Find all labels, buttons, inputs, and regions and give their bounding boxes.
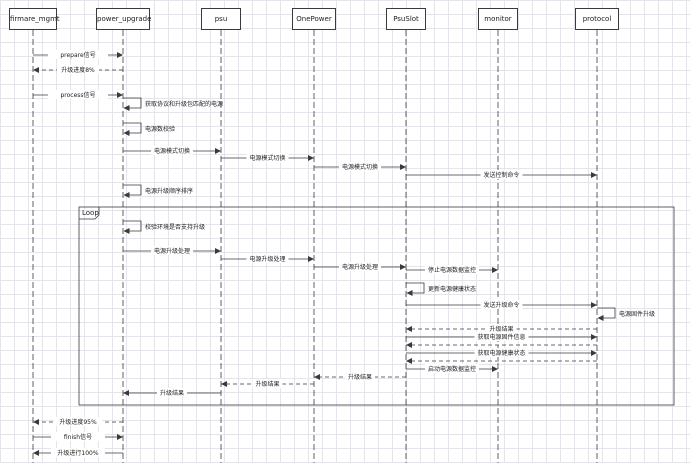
participant-protocol[interactable]: protocol — [575, 8, 619, 30]
label-bg — [474, 332, 529, 341]
label-bg — [48, 50, 108, 59]
message-11: 校验环境是否支持升级 — [123, 220, 205, 234]
label-bg — [151, 146, 193, 155]
message-label: 电源升级处理 — [249, 255, 285, 263]
message-label: 电源升级处理 — [154, 247, 190, 255]
label-bg — [425, 364, 479, 373]
message-19: 升级结果 — [406, 324, 597, 333]
message-13: 电源升级处理 — [221, 254, 314, 263]
participant-firmare-mgmt[interactable]: firmare_mgmt — [9, 8, 60, 30]
label-bg — [480, 300, 523, 309]
message-18: 电源固件升级 — [597, 307, 655, 321]
message-label: 发送控制命令 — [483, 171, 519, 179]
message-label: finish信号 — [64, 433, 92, 441]
label-bg — [425, 265, 479, 274]
message-label: 获取电源固件信息 — [477, 333, 525, 341]
message-9: 发送控制命令 — [406, 170, 597, 179]
label-bg — [157, 388, 187, 397]
loop-label: Loop — [82, 209, 99, 217]
message-14: 电源升级处理 — [314, 262, 406, 271]
label-bg — [339, 162, 381, 171]
label-bg — [252, 379, 283, 388]
message-25: 升级结果 — [314, 372, 406, 381]
message-label: 升级结果 — [348, 373, 372, 381]
message-29: finish信号 — [33, 432, 123, 441]
label-bg — [486, 324, 517, 333]
self-message-arrow — [597, 307, 616, 321]
label-bg — [474, 348, 529, 357]
message-label: 启动电源数据监控 — [428, 365, 476, 373]
message-label: 停止电源数据监控 — [428, 266, 476, 274]
loop-tab — [79, 207, 100, 220]
message-label: 电源模式切换 — [249, 154, 285, 162]
message-3: process信号 — [33, 90, 123, 99]
participant-monitor[interactable]: monitor — [478, 8, 518, 30]
self-message-arrow — [123, 97, 142, 111]
message-label: 电源数校验 — [145, 125, 175, 133]
message-label: 获取电源健康状态 — [477, 349, 525, 357]
message-30: 升级进行100% — [33, 448, 123, 457]
message-label: 升级进度95% — [59, 418, 97, 426]
message-label: 更新电源健康状态 — [428, 285, 476, 293]
self-message-arrow — [123, 122, 142, 136]
participant-psuslot[interactable]: PsuSlot — [386, 8, 426, 30]
message-label: 获取协议和升级包匹配的电源 — [145, 100, 223, 108]
self-message-arrow — [406, 282, 425, 296]
label-bg — [51, 432, 105, 441]
participant-power-upgrade[interactable]: power_upgrade — [96, 8, 151, 30]
message-15: 停止电源数据监控 — [406, 265, 498, 274]
message-17: 发送升级命令 — [406, 300, 597, 309]
message-label: 升级进行100% — [57, 449, 98, 457]
message-27: 升级结果 — [123, 388, 221, 397]
message-24: 启动电源数据监控 — [406, 364, 498, 373]
label-bg — [345, 372, 375, 381]
message-6: 电源模式切换 — [123, 146, 221, 155]
message-28: 升级进度95% — [33, 417, 123, 426]
message-10: 电源升级顺序排序 — [123, 184, 193, 198]
message-label: 升级进度8% — [61, 66, 95, 74]
message-label: 电源模式切换 — [154, 147, 190, 155]
self-message-arrow — [123, 184, 142, 198]
label-bg — [246, 254, 289, 263]
participant-onepower[interactable]: OnePower — [292, 8, 336, 30]
label-bg — [339, 262, 381, 271]
message-12: 电源升级处理 — [123, 246, 221, 255]
message-8: 电源模式切换 — [314, 162, 406, 171]
message-5: 电源数校验 — [123, 122, 175, 136]
message-26: 升级结果 — [221, 379, 314, 388]
message-20: 获取电源固件信息 — [406, 332, 597, 341]
message-1: prepare信号 — [33, 50, 123, 59]
message-label: 升级结果 — [160, 389, 184, 397]
message-label: 发送升级命令 — [483, 301, 519, 309]
message-label: 电源升级处理 — [342, 263, 378, 271]
loop-frame — [78, 206, 675, 406]
message-label: 电源固件升级 — [619, 310, 655, 318]
label-bg — [48, 90, 108, 99]
label-bg — [51, 448, 105, 457]
label-bg — [57, 65, 99, 74]
message-label: 升级结果 — [255, 380, 279, 388]
label-bg — [54, 417, 102, 426]
message-16: 更新电源健康状态 — [406, 282, 476, 296]
message-7: 电源模式切换 — [221, 153, 314, 162]
message-label: prepare信号 — [60, 51, 95, 59]
participant-psu[interactable]: psu — [201, 8, 241, 30]
message-label: 电源升级顺序排序 — [145, 187, 193, 195]
message-label: 校验环境是否支持升级 — [145, 223, 205, 231]
message-4: 获取协议和升级包匹配的电源 — [123, 97, 223, 111]
message-2: 升级进度8% — [33, 65, 123, 74]
label-bg — [246, 153, 289, 162]
message-label: 电源模式切换 — [342, 163, 378, 171]
label-bg — [151, 246, 193, 255]
message-label: process信号 — [60, 91, 95, 99]
message-label: 升级结果 — [489, 325, 513, 333]
self-message-arrow — [123, 220, 142, 234]
message-22: 获取电源健康状态 — [406, 348, 597, 357]
label-bg — [480, 170, 523, 179]
